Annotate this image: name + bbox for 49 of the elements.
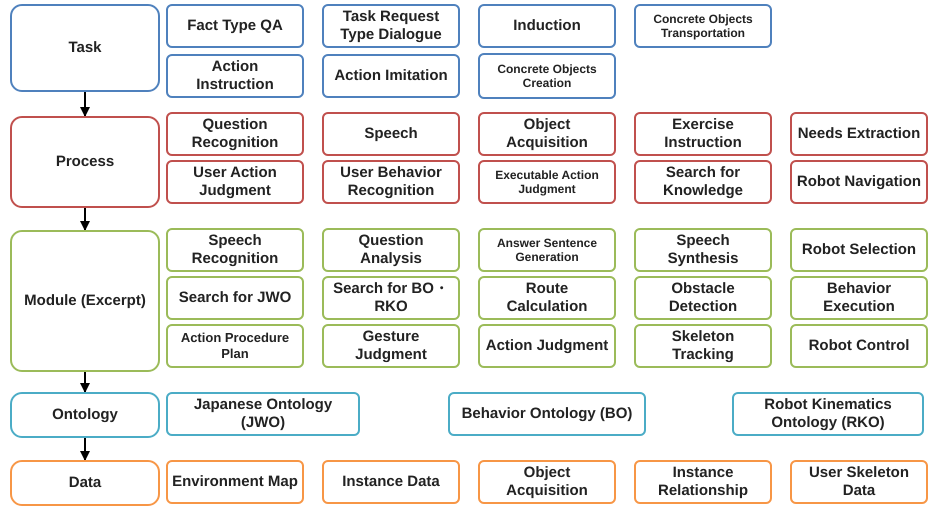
task-box: Concrete Objects Creation [478, 53, 616, 99]
ontology-box: Robot Kinematics Ontology (RKO) [732, 392, 924, 436]
data-box: Environment Map [166, 460, 304, 504]
process-box: Object Acquisition [478, 112, 616, 156]
data-box: Object Acquisition [478, 460, 616, 504]
data-box: Instance Data [322, 460, 460, 504]
task-box: Concrete Objects Transportation [634, 4, 772, 48]
arrow [80, 92, 90, 117]
module-box: Behavior Execution [790, 276, 928, 320]
module-layer-box: Module (Excerpt) [10, 230, 160, 372]
task-box: Task Request Type Dialogue [322, 4, 460, 48]
arrow [80, 208, 90, 231]
process-box: Search for Knowledge [634, 160, 772, 204]
ontology-layer-box: Ontology [10, 392, 160, 438]
process-layer-box: Process [10, 116, 160, 208]
arrow [80, 372, 90, 393]
module-box: Speech Synthesis [634, 228, 772, 272]
data-layer-box: Data [10, 460, 160, 506]
process-box: Question Recognition [166, 112, 304, 156]
module-box: Action Procedure Plan [166, 324, 304, 368]
module-box: Answer Sentence Generation [478, 228, 616, 272]
module-box: Robot Control [790, 324, 928, 368]
task-box: Action Instruction [166, 54, 304, 98]
task-box: Fact Type QA [166, 4, 304, 48]
module-box: Search for BO・RKO [322, 276, 460, 320]
module-box: Action Judgment [478, 324, 616, 368]
module-box: Speech Recognition [166, 228, 304, 272]
module-box: Obstacle Detection [634, 276, 772, 320]
module-box: Robot Selection [790, 228, 928, 272]
task-box: Induction [478, 4, 616, 48]
module-box: Skeleton Tracking [634, 324, 772, 368]
process-box: Speech [322, 112, 460, 156]
task-box: Action Imitation [322, 54, 460, 98]
module-box: Question Analysis [322, 228, 460, 272]
process-box: User Behavior Recognition [322, 160, 460, 204]
process-box: Robot Navigation [790, 160, 928, 204]
module-box: Search for JWO [166, 276, 304, 320]
process-box: Executable Action Judgment [478, 160, 616, 204]
data-box: Instance Relationship [634, 460, 772, 504]
module-box: Gesture Judgment [322, 324, 460, 368]
module-box: Route Calculation [478, 276, 616, 320]
task-layer-box: Task [10, 4, 160, 92]
process-box: User Action Judgment [166, 160, 304, 204]
ontology-box: Behavior Ontology (BO) [448, 392, 646, 436]
data-box: User Skeleton Data [790, 460, 928, 504]
arrow [80, 438, 90, 461]
process-box: Exercise Instruction [634, 112, 772, 156]
ontology-box: Japanese Ontology (JWO) [166, 392, 360, 436]
process-box: Needs Extraction [790, 112, 928, 156]
